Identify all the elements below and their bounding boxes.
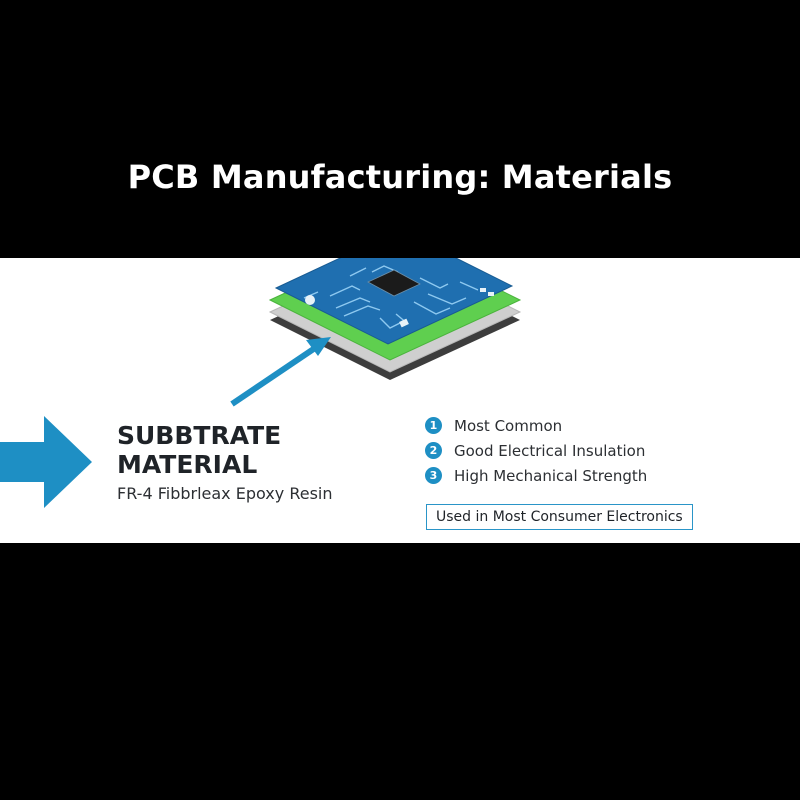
big-right-arrow-icon (0, 416, 92, 508)
feature-item: 2 Good Electrical Insulation (425, 438, 647, 463)
page-title: PCB Manufacturing: Materials (127, 158, 673, 196)
feature-number-badge: 3 (425, 467, 442, 484)
pcb-layer-illustration (230, 258, 522, 407)
pcb-mount-hole (305, 295, 315, 305)
substrate-heading-line1: SUBBTRATE (117, 421, 282, 450)
feature-item: 3 High Mechanical Strength (425, 463, 647, 488)
feature-label: High Mechanical Strength (454, 466, 648, 485)
feature-number-badge: 2 (425, 442, 442, 459)
feature-item: 1 Most Common (425, 413, 647, 438)
pcb-traces (303, 265, 479, 329)
feature-list: 1 Most Common 2 Good Electrical Insulati… (425, 413, 647, 488)
feature-label: Most Common (454, 416, 563, 435)
top-band (0, 0, 800, 258)
content-panel: SUBBTRATE MATERIAL FR-4 Fibbrleax Epoxy … (0, 258, 800, 543)
pcb-top-board (274, 258, 514, 345)
usage-note-box: Used in Most Consumer Electronics (426, 504, 693, 530)
pointer-arrow-head (306, 337, 331, 356)
feature-number-badge: 1 (425, 417, 442, 434)
substrate-heading-line2: MATERIAL (117, 450, 258, 479)
substrate-heading: SUBBTRATE MATERIAL (117, 421, 281, 479)
substrate-subtitle: FR-4 Fibbrleax Epoxy Resin (117, 484, 333, 503)
pointer-arrow-shaft (230, 343, 320, 407)
feature-label: Good Electrical Insulation (454, 441, 646, 460)
bottom-band (0, 543, 800, 800)
pcb-chip (368, 270, 420, 296)
